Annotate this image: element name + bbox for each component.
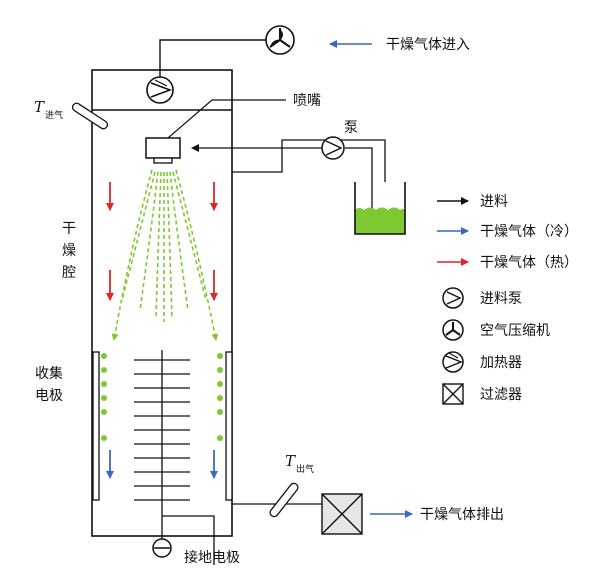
t-in-subscript: 进气 bbox=[45, 109, 63, 121]
legend-label-heater: 加热器 bbox=[480, 355, 522, 371]
nozzle-label: 喷嘴 bbox=[293, 93, 321, 109]
collector-label-2: 电极 bbox=[35, 388, 63, 404]
filter-icon bbox=[321, 493, 363, 535]
nozzle bbox=[145, 137, 181, 164]
feed-line-inner bbox=[345, 147, 373, 210]
chamber-label-1: 干 bbox=[62, 221, 76, 237]
heater-icon bbox=[146, 76, 174, 104]
legend-label-cold-gas: 干燥气体（冷） bbox=[480, 224, 578, 240]
legend: 进料 干燥气体（冷） 干燥气体（热） 进料泵 空气压缩机 加热器 过滤器 bbox=[437, 194, 578, 405]
ground-electrode-comb bbox=[134, 350, 190, 540]
feed-line-outer bbox=[232, 139, 386, 182]
t-in-label: T bbox=[34, 98, 45, 116]
ground-symbol-icon bbox=[152, 538, 172, 558]
collector-electrode-left bbox=[92, 351, 100, 501]
legend-air-compressor-icon bbox=[442, 319, 464, 341]
inlet-temperature-sensor bbox=[71, 102, 109, 130]
legend-feed-pump-icon bbox=[442, 287, 464, 309]
dry-gas-in-label: 干燥气体进入 bbox=[386, 37, 470, 53]
outlet-temperature-sensor bbox=[269, 482, 299, 518]
legend-filter-icon bbox=[442, 383, 464, 405]
legend-label-filter: 过滤器 bbox=[480, 387, 522, 403]
air-compressor-icon bbox=[265, 25, 295, 55]
spray-cone bbox=[111, 169, 219, 341]
legend-label-feed-pump: 进料泵 bbox=[480, 291, 522, 307]
dry-gas-out-label: 干燥气体排出 bbox=[420, 507, 504, 523]
chamber-label-2: 燥 bbox=[62, 243, 76, 259]
pump-label: 泵 bbox=[344, 120, 358, 136]
legend-label-air-compressor: 空气压缩机 bbox=[480, 323, 550, 339]
collector-label-1: 收集 bbox=[35, 365, 63, 382]
ground-electrode-wire bbox=[162, 515, 215, 565]
nozzle-callout bbox=[167, 99, 286, 139]
t-out-label: T bbox=[285, 452, 296, 470]
ground-electrode-label: 接地电极 bbox=[184, 549, 240, 566]
feed-beaker bbox=[354, 182, 406, 235]
legend-label-feed: 进料 bbox=[480, 194, 508, 210]
chamber-label-3: 腔 bbox=[62, 265, 76, 281]
collector-electrode-right bbox=[225, 351, 233, 501]
hot-gas-arrows bbox=[106, 182, 218, 301]
collected-particles bbox=[101, 353, 223, 441]
t-out-subscript: 出气 bbox=[296, 463, 314, 475]
cold-gas-arrows bbox=[106, 450, 218, 479]
legend-heater-icon bbox=[442, 351, 464, 373]
legend-label-hot-gas: 干燥气体（热） bbox=[480, 255, 578, 271]
feed-pump-icon bbox=[321, 136, 345, 160]
inlet-pipe bbox=[159, 39, 266, 77]
